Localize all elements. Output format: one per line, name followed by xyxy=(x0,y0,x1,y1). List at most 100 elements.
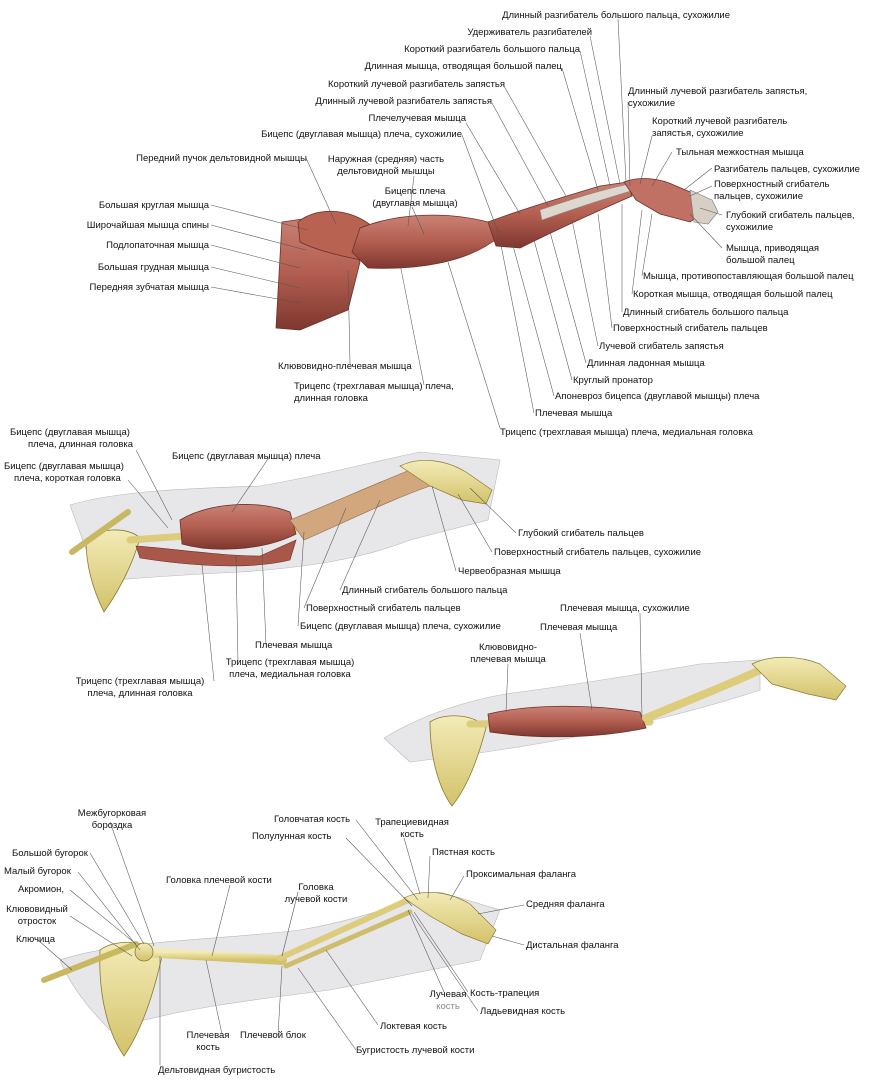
right-forearm xyxy=(642,666,764,722)
label-deltoid-middle-line2: дельтовидной мышцы xyxy=(337,165,435,177)
label-fds-tendon-middle: Поверхностный сгибатель пальцев, сухожил… xyxy=(494,547,702,558)
label-latissimus: Широчайшая мышца спины xyxy=(86,220,209,231)
label-ecrb-tendon-line1: Короткий лучевой разгибатель xyxy=(652,116,788,127)
label-radius-line1: Лучевая xyxy=(429,989,467,1000)
label-capitate: Головчатая кость xyxy=(274,814,351,825)
label-deltoid-tuberosity: Дельтовидная бугристость xyxy=(158,1065,276,1076)
label-lunate: Полулунная кость xyxy=(252,831,332,842)
right-brachialis xyxy=(487,705,647,738)
middle-clavicle xyxy=(69,509,131,555)
label-radius-head: Головка лучевой кости xyxy=(276,882,356,905)
label-greater-tubercle: Большой бугорок xyxy=(12,848,88,859)
label-radius: Лучевая кость xyxy=(420,989,476,1012)
label-fdp-tendon-top-line1: Глубокий сгибатель пальцев, xyxy=(726,210,855,221)
label-ulna: Локтевая кость xyxy=(380,1021,447,1032)
middle-scapula xyxy=(85,529,141,613)
label-triceps-long-middle-line1: Трицепс (трехглавая мышца) xyxy=(75,676,205,687)
bottom-clavicle xyxy=(41,941,139,983)
label-biceps-top-line2: (двуглавая мышца) xyxy=(372,197,458,209)
label-humerus-line1: Плечевая xyxy=(186,1030,230,1041)
label-subscapularis: Подлопаточная мышца xyxy=(106,240,209,251)
hand-shape xyxy=(623,178,705,223)
label-coracoid: Клювовидный отросток xyxy=(4,904,70,927)
label-biceps-short-head-line2: плеча, короткая головка xyxy=(14,472,121,484)
label-ecrb: Короткий лучевой разгибатель запястья xyxy=(328,79,505,90)
label-adductor-pollicis-line2: большой палец xyxy=(726,254,795,266)
label-biceps-top: Бицепс плеча (двуглавая мышца) xyxy=(370,186,460,209)
label-radius-head-line2: лучевой кости xyxy=(284,893,348,905)
label-coracobrachialis-top: Клювовидно-плечевая мышца xyxy=(278,361,412,372)
label-deltoid-middle-line1: Наружная (средняя) часть xyxy=(327,154,445,165)
label-brachialis-right: Плечевая мышца xyxy=(540,622,618,633)
label-coracobrachialis-right-line2: плечевая мышца xyxy=(470,653,546,665)
label-proximal-phalanx: Проксимальная фаланга xyxy=(466,869,577,880)
label-biceps-long-head-line2: плеча, длинная головка xyxy=(28,438,134,450)
label-deltoid-anterior: Передний пучок дельтовидной мышцы xyxy=(136,153,307,164)
label-aponeurosis: Апоневроз бицепса (двуглавой мышцы) плеч… xyxy=(555,391,760,402)
label-trapezium: Кость-трапеция xyxy=(470,988,540,999)
label-fpl-middle: Длинный сгибатель большого пальца xyxy=(342,585,508,596)
label-trapezoid-line2: кость xyxy=(400,828,424,840)
fingers-shape xyxy=(689,189,719,225)
label-fpl-top: Длинный сгибатель большого пальца xyxy=(623,307,789,318)
label-palmaris: Длинная ладонная мышца xyxy=(587,358,705,369)
right-hand xyxy=(751,656,847,701)
label-clavicle: Ключица xyxy=(16,934,55,945)
label-radius-head-line1: Головка xyxy=(298,882,334,893)
label-teres-major: Большая круглая мышца xyxy=(98,200,209,211)
label-middle-phalanx: Средняя фаланга xyxy=(526,899,605,910)
label-retinaculum: Удерживатель разгибателей xyxy=(467,27,592,38)
bottom-hand xyxy=(403,892,497,945)
label-radius-line2: кость xyxy=(436,1000,460,1012)
label-opponens: Мышца, противопоставляющая большой палец xyxy=(643,271,854,282)
middle-leader-lines xyxy=(127,449,517,682)
label-intertubercular-line2: бороздка xyxy=(91,819,133,831)
label-biceps-top-line1: Бицепс плеча xyxy=(384,186,446,197)
middle-arm-illustration xyxy=(69,451,501,613)
label-humerus-line2: кость xyxy=(196,1041,220,1053)
bottom-humerus xyxy=(139,947,287,965)
label-lesser-tubercle: Малый бугорок xyxy=(4,866,71,877)
label-triceps-long-top: Трицепс (трехглавая мышца) плеча, длинна… xyxy=(294,381,454,404)
label-ext-poll-longus: Длинный разгибатель большого пальца, сух… xyxy=(502,10,730,21)
bottom-leader-lines xyxy=(37,819,525,1065)
top-arm-illustration xyxy=(275,178,719,331)
middle-triceps xyxy=(135,539,297,567)
label-trapezoid-line1: Трапециевидная xyxy=(375,817,449,828)
label-distal-phalanx: Дистальная фаланга xyxy=(526,940,619,951)
label-biceps-short-head: Бицепс (двуглавая мышца) плеча, короткая… xyxy=(4,461,124,484)
label-ecrb-tendon-line2: запястья, сухожилие xyxy=(652,127,744,139)
label-metacarpal: Пястная кость xyxy=(432,847,495,858)
right-arm-illustration xyxy=(383,656,847,807)
label-ecrl-tendon-line2: сухожилие xyxy=(628,97,676,109)
label-coracobrachialis-right-line1: Клювовидно- xyxy=(478,642,538,653)
label-fds-tendon-top: Поверхностный сгибатель пальцев, сухожил… xyxy=(714,179,829,202)
humerus-head-shape xyxy=(134,942,154,962)
label-acromion: Акромион, xyxy=(18,884,65,895)
label-pronator: Круглый пронатор xyxy=(573,375,653,386)
label-coracoid-line2: отросток xyxy=(17,915,57,927)
label-triceps-medial-top: Трицепс (трехглавая мышца) плеча, медиал… xyxy=(500,427,753,438)
label-abd-poll-brevis: Короткая мышца, отводящая большой палец xyxy=(633,289,833,300)
middle-hand xyxy=(399,460,493,505)
label-biceps-long-head: Бицепс (двуглавая мышца) плеча, длинная … xyxy=(10,427,133,450)
label-humerus: Плечевая кость xyxy=(176,1030,240,1053)
right-scapula xyxy=(429,715,487,807)
label-lumbricals: Червеобразная мышца xyxy=(458,566,561,577)
label-triceps-medial-middle-line2: плеча, медиальная головка xyxy=(229,668,351,680)
label-fds-top: Поверхностный сгибатель пальцев xyxy=(613,323,768,334)
label-scaphoid: Ладьевидная кость xyxy=(480,1006,566,1017)
label-triceps-long-middle: Трицепс (трехглавая мышца) плеча, длинна… xyxy=(60,676,220,699)
label-brachialis-middle: Плечевая мышца xyxy=(255,640,333,651)
label-biceps-tendon-middle: Бицепс (двуглавая мышца) плеча, сухожили… xyxy=(300,621,501,632)
label-fcr: Лучевой сгибатель запястья xyxy=(599,341,724,352)
label-ext-digitorum: Разгибатель пальцев, сухожилие xyxy=(714,164,860,175)
label-coracobrachialis-right: Клювовидно- плечевая мышца xyxy=(460,642,556,665)
top-leader-lines xyxy=(210,18,723,429)
label-biceps-long-head-line1: Бицепс (двуглавая мышца) xyxy=(10,427,130,438)
label-ecrb-tendon: Короткий лучевой разгибатель запястья, с… xyxy=(652,116,787,139)
label-dorsal-interosseous: Тыльная межкостная мышца xyxy=(676,147,804,158)
upper-arm-muscles xyxy=(351,214,501,269)
